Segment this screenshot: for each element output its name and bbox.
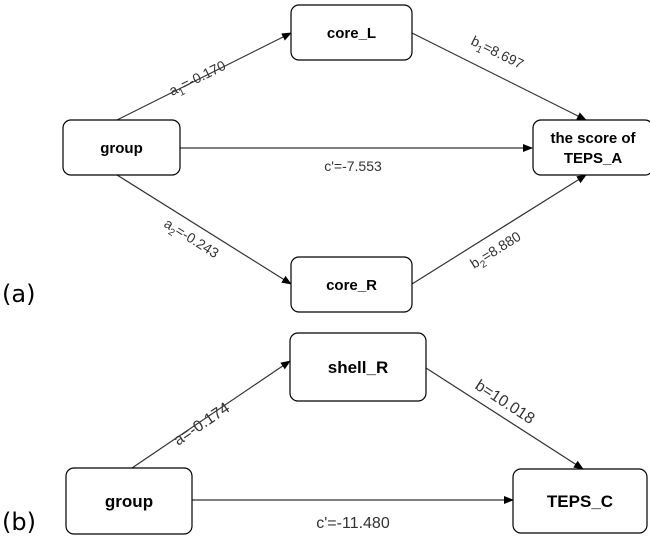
edge-a1 <box>116 32 292 121</box>
label-b-b: b=10.018 <box>472 377 538 428</box>
label-c-prime-a: c'=-7.553 <box>324 158 382 174</box>
edge-a2 <box>116 174 292 285</box>
edge-a-b <box>131 360 291 469</box>
node-core-l: core_L <box>290 4 413 61</box>
node-outcome-a: the score of TEPS_A <box>532 119 650 176</box>
node-shell-r: shell_R <box>289 332 427 402</box>
node-group-a: group <box>62 119 181 176</box>
node-outcome-b-label: TEPS_C <box>547 492 613 511</box>
node-outcome-a-line1: the score of <box>550 130 636 147</box>
edge-b-b <box>425 367 584 470</box>
panel-b: shell_R group TEPS_C a=-0.174 b=10.018 c… <box>2 332 648 536</box>
node-outcome-b: TEPS_C <box>512 468 648 534</box>
panel-a: core_L group the score of TEPS_A core_R … <box>2 4 650 313</box>
node-shell-r-label: shell_R <box>328 358 388 377</box>
label-b1: b1=8.697 <box>467 32 527 75</box>
node-group-b-label: group <box>105 492 153 511</box>
edge-b1 <box>411 32 587 121</box>
label-a-b: a=-0.174 <box>171 400 233 450</box>
edge-b2 <box>411 174 587 285</box>
node-core-r-label: core_R <box>326 277 377 294</box>
panel-a-label: (a) <box>2 280 35 308</box>
node-group-b: group <box>65 467 193 535</box>
label-a2: a2=-0.243 <box>159 215 222 265</box>
node-core-l-label: core_L <box>327 25 376 42</box>
node-group-a-label: group <box>100 140 143 157</box>
label-a1: a1=-0.170 <box>166 57 230 102</box>
node-outcome-a-line2: TEPS_A <box>564 150 623 167</box>
label-b2: b2=8.880 <box>467 228 526 275</box>
label-c-prime-b: c'=-11.480 <box>316 515 390 532</box>
node-core-r: core_R <box>290 256 413 313</box>
panel-b-label: (b) <box>2 508 36 536</box>
